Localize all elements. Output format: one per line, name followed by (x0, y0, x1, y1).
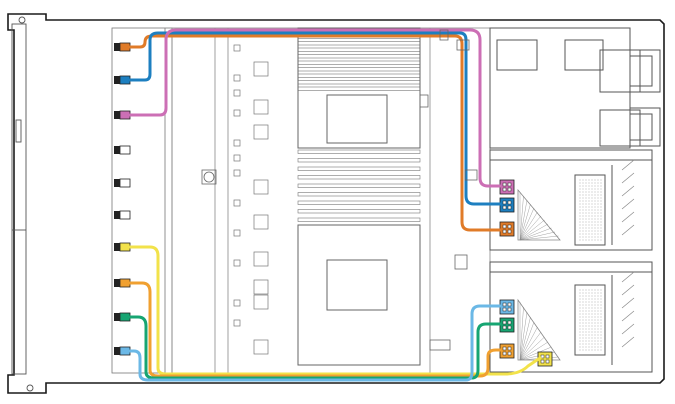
drive-bay-connector-2 (114, 75, 131, 85)
dimm-slot (297, 158, 421, 163)
riser-hatching (517, 159, 635, 361)
small-connector (233, 299, 241, 307)
cable-pink (128, 28, 502, 188)
dimm-slot (297, 200, 421, 205)
drive-bay-connectors (114, 42, 131, 356)
cables (128, 28, 542, 382)
riser-cage-upper (489, 149, 653, 251)
dimm-slot (297, 183, 421, 188)
small-connector (233, 89, 241, 97)
riser-port-amber (499, 343, 515, 359)
small-connector (233, 154, 241, 162)
cable-amber (128, 281, 502, 378)
small-connector (233, 229, 241, 237)
cpu-socket-1 (297, 27, 421, 149)
drive-bay-connector-1 (114, 42, 131, 52)
component-socket (253, 61, 269, 77)
dimm-slot (297, 217, 421, 222)
drive-bay-connector-9 (114, 312, 131, 322)
dimm-slot (297, 149, 421, 154)
small-connector (233, 259, 241, 267)
drive-bay-connector-4 (114, 145, 131, 155)
power-supply-area (489, 27, 661, 149)
riser-port-orange (499, 221, 515, 237)
misc-components (201, 29, 478, 351)
small-connector (233, 169, 241, 177)
riser-cage-lower (489, 261, 653, 373)
dimm-slot (297, 67, 421, 72)
component-socket (253, 179, 269, 195)
dimm-slot (297, 209, 421, 214)
cable-green (128, 315, 502, 380)
dimm-slot (297, 86, 421, 91)
small-connector (233, 199, 241, 207)
dimm-slot (297, 80, 421, 85)
component-socket (253, 214, 269, 230)
dimm-bank-lower (297, 149, 421, 222)
riser-port-blue (499, 197, 515, 213)
dimm-slot (297, 73, 421, 78)
drive-bay-connector-8 (114, 278, 131, 288)
fan-connectors (233, 44, 269, 355)
small-connector (233, 139, 241, 147)
riser-port-yellow (537, 351, 553, 367)
cpu-socket-2 (297, 224, 421, 366)
cable-blue (128, 31, 502, 206)
cable-lightblue (128, 304, 502, 382)
cable-yellow (128, 245, 542, 376)
dimm-bank-upper (297, 34, 421, 91)
dimm-slot (297, 60, 421, 65)
component-socket (253, 99, 269, 115)
component-socket (253, 339, 269, 355)
component-socket (253, 294, 269, 310)
dimm-slot (297, 166, 421, 171)
component-socket (253, 279, 269, 295)
riser-ports (499, 179, 553, 367)
drive-bay-connector-3 (114, 110, 131, 120)
riser-port-lightblue (499, 299, 515, 315)
drive-bay-connector-5 (114, 178, 131, 188)
small-connector (233, 109, 241, 117)
drive-bay-connector-6 (114, 210, 131, 220)
drive-bay-connector-7 (114, 242, 131, 252)
riser-port-pink (499, 179, 515, 195)
small-connector (233, 44, 241, 52)
chassis-outline (7, 13, 665, 394)
dimm-slot (297, 54, 421, 59)
dimm-slot (297, 47, 421, 52)
drive-bay-connector-10 (114, 346, 131, 356)
dimm-slot (297, 192, 421, 197)
small-connector (233, 319, 241, 327)
front-bezel (11, 16, 34, 392)
dimm-slot (297, 41, 421, 46)
dimm-slot (297, 175, 421, 180)
small-connector (233, 74, 241, 82)
riser-port-green (499, 317, 515, 333)
component-socket (253, 124, 269, 140)
component-socket (253, 251, 269, 267)
cable-orange (128, 34, 502, 232)
